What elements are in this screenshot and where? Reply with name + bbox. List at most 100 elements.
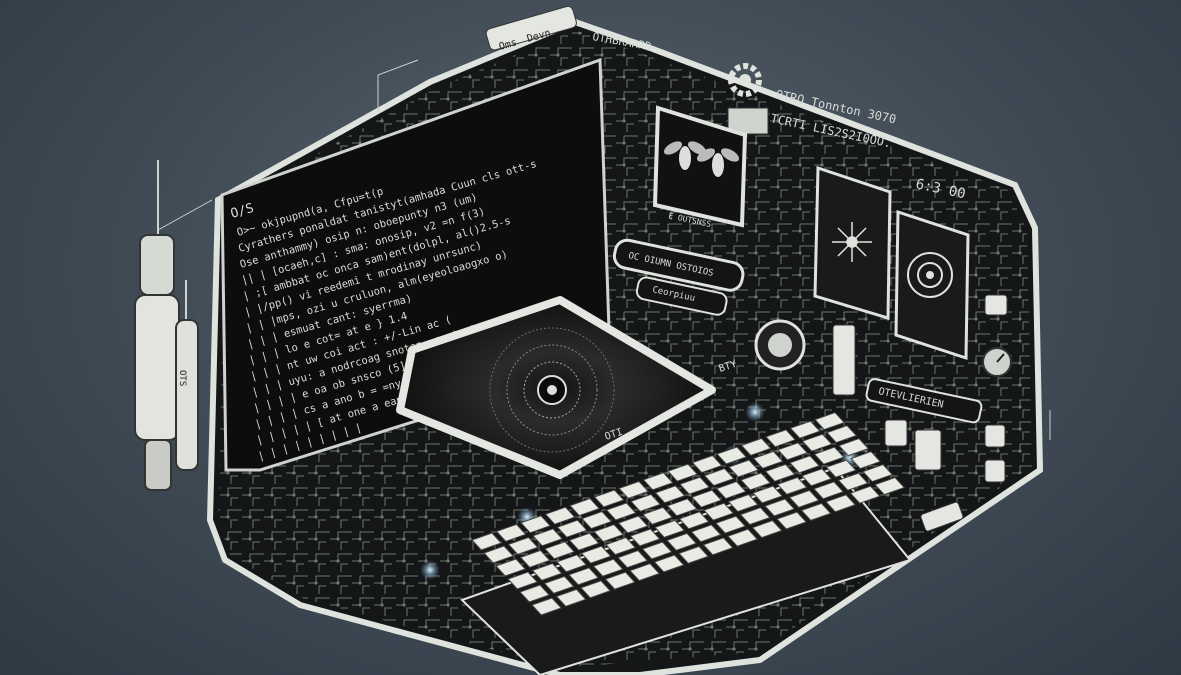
keyboard-key (617, 549, 649, 569)
keyboard-key (813, 481, 845, 500)
gear-icon (728, 63, 762, 97)
keyboard-key (862, 463, 894, 483)
keyboard-key (727, 528, 759, 547)
keyboard-key (825, 494, 857, 513)
keyboard-key (630, 493, 662, 512)
keyboard-key (751, 519, 783, 539)
keyboard-key (788, 489, 820, 508)
keyboard-key (544, 541, 576, 560)
keyboard-key (740, 472, 772, 491)
keyboard-key (716, 446, 748, 465)
right-display-tiles (813, 165, 970, 361)
keyboard-key (801, 468, 833, 487)
starburst-icon (832, 222, 872, 262)
keyboard-key (592, 558, 624, 577)
slider-blocks (832, 294, 1008, 532)
keyboard-key (519, 549, 551, 568)
keyboard-key (531, 597, 563, 616)
keyboard-key (495, 523, 527, 542)
pad-label: OTI (604, 427, 625, 443)
keyboard-key (789, 455, 821, 474)
chip-label: BTY (718, 359, 739, 375)
keyboard-key (679, 476, 711, 495)
keyboard-key (483, 545, 515, 564)
keyboard-key (826, 424, 858, 444)
keyboard-key (580, 545, 612, 564)
fly-icon (663, 141, 707, 170)
keyboard-key (605, 536, 637, 556)
keyboard-key (544, 506, 576, 525)
keyboard-key (471, 532, 503, 551)
keyboard-key (654, 485, 686, 504)
side-device-label: OTS (177, 370, 187, 386)
keyboard-key (629, 528, 661, 547)
keyboard-key (801, 433, 833, 452)
keyboard-key (641, 541, 673, 560)
keyboard-key (593, 523, 625, 543)
keyboard-key (617, 515, 649, 534)
keyboard-key (703, 467, 735, 487)
keyboard-key (728, 459, 760, 478)
keyboard-key (568, 532, 600, 551)
keyboard-key (520, 515, 552, 534)
keyboard-key (532, 528, 564, 547)
center-pad: OTI (396, 296, 716, 479)
keyboard-key (874, 476, 906, 496)
keyboard-key (555, 588, 587, 607)
keyboard-key (691, 454, 723, 474)
keyboard-key (666, 532, 698, 551)
keyboard-key (776, 476, 808, 495)
keyboard-key (800, 502, 832, 521)
keyboard-key (777, 442, 809, 461)
keyboard-key (556, 519, 588, 538)
keyboard (460, 411, 912, 675)
terminal-header: O/S (229, 201, 256, 222)
keyboard-key (569, 497, 601, 517)
insect-image-tile: E OUTSNSS (652, 105, 748, 229)
keyboard-key (764, 498, 796, 517)
keyboard-key (690, 524, 722, 543)
keyboard-key (507, 571, 539, 590)
keyboard-key (764, 463, 796, 482)
keyboard-key (653, 554, 685, 573)
keyboard-key (752, 485, 784, 504)
keyboard-key (727, 493, 759, 513)
keyboard-key (618, 480, 650, 499)
keyboard-key (666, 498, 698, 517)
side-device: OTS (134, 59, 1051, 491)
keyboard-key (814, 411, 846, 431)
keyboard-key (702, 537, 734, 556)
keyboard-key (507, 536, 539, 555)
wrench-tile (727, 107, 769, 135)
keyboard-key (556, 554, 588, 573)
keyboard-key (642, 506, 674, 525)
keyboard-key (581, 510, 613, 530)
keyboard-key (703, 502, 735, 521)
keyboard-key (642, 472, 674, 491)
keyboard-key (740, 437, 772, 456)
keyboard-key (837, 472, 869, 491)
keyboard-key (580, 580, 612, 599)
keyboard-key (667, 463, 699, 482)
keyboard-key (813, 446, 845, 465)
keyboard-key (715, 515, 747, 534)
spiral-icon (489, 327, 615, 453)
keyboard-key (850, 450, 882, 470)
keyboard-key (654, 519, 686, 538)
keyboard-key (789, 420, 821, 439)
dial-knob (754, 319, 806, 371)
keyboard-key (825, 459, 857, 478)
keyboard-key (531, 562, 563, 581)
keyboard-key (495, 558, 527, 577)
keyboard-key (629, 562, 661, 582)
fly-icon (696, 148, 740, 177)
keyboard-key (838, 437, 870, 457)
tab-oms: Oms (498, 37, 518, 53)
keyboard-key (691, 489, 723, 508)
keyboard-key (715, 480, 747, 500)
keyboard-key (776, 511, 808, 530)
keyboard-key (678, 545, 710, 564)
keyboard-key (605, 502, 637, 521)
